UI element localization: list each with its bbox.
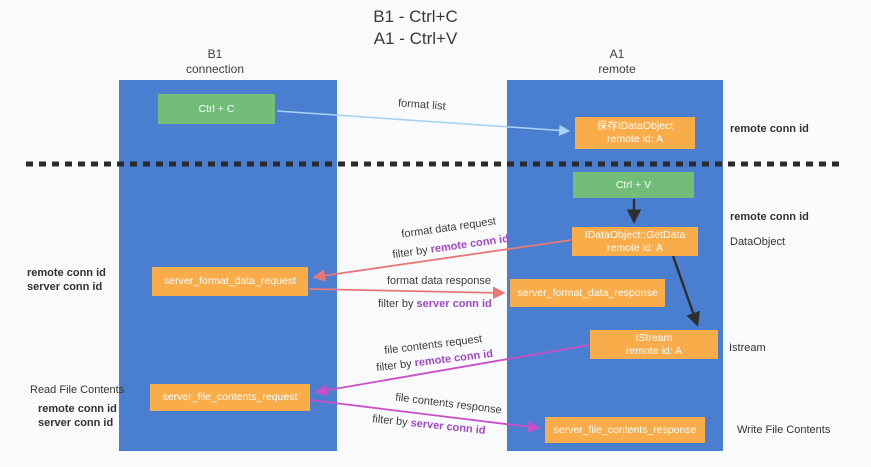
- dataobject-label: DataObject: [730, 236, 786, 248]
- remote-conn-id-text: remote conn id: [429, 232, 510, 256]
- lane-b1-name: B1: [207, 47, 223, 61]
- lane-header-a1: A1 remote: [557, 47, 677, 77]
- lane-header-b1: B1 connection: [155, 47, 275, 77]
- file-contents-response-label: file contents response: [394, 391, 503, 417]
- format-data-response-filter-label: filter by server conn id: [378, 298, 492, 310]
- filter-by-text: filter by: [391, 244, 429, 262]
- format-data-response-label: format data response: [387, 275, 491, 287]
- getdata-node: IDataObject::GetData remote id: A: [572, 227, 698, 256]
- filter-by-text: filter by: [375, 357, 413, 375]
- ctrl-v-node: Ctrl + V: [573, 172, 694, 198]
- lane-a1-subtitle: remote: [598, 62, 636, 76]
- server-format-data-response-label: server_format_data_response: [517, 286, 658, 299]
- write-file-contents-label: Write File Contents: [737, 424, 831, 436]
- server-format-data-request-node: server_format_data_request: [152, 267, 308, 296]
- save-dataobject-line1: 保存IDataObject: [596, 120, 674, 132]
- filter-by-text: filter by: [378, 298, 414, 310]
- istream-line2: remote id: A: [625, 344, 683, 357]
- istream-line1: IStream: [635, 331, 673, 344]
- ctrl-c-node: Ctrl + C: [158, 94, 275, 124]
- getdata-line2: remote id: A: [606, 241, 664, 254]
- remote-conn-id-right-mid-label: remote conn id: [730, 211, 809, 223]
- server-file-contents-response-node: server_file_contents_response: [545, 417, 705, 443]
- server-conn-id-text: server conn id: [416, 298, 492, 310]
- server-format-data-request-label: server_format_data_request: [164, 275, 296, 287]
- format-list-label: format list: [397, 97, 447, 113]
- file-contents-response-filter-label: filter by server conn id: [372, 413, 486, 437]
- istream-side-label: Istream: [729, 342, 766, 354]
- remote-conn-id-left-top-label: remote conn id: [27, 267, 106, 279]
- page-title: B1 - Ctrl+C A1 - Ctrl+V: [0, 6, 871, 50]
- server-file-contents-request-label: server_file_contents_request: [162, 391, 298, 403]
- server-conn-id-text: server conn id: [410, 417, 487, 437]
- remote-conn-id-left-bottom-label: remote conn id: [38, 403, 117, 415]
- lane-a1-name: A1: [609, 47, 625, 61]
- server-conn-id-left-top-label: server conn id: [27, 281, 103, 293]
- save-dataobject-node: 保存IDataObject remote id: A: [575, 117, 695, 149]
- remote-conn-id-right-top-label: remote conn id: [730, 123, 809, 135]
- server-file-contents-request-node: server_file_contents_request: [150, 384, 310, 411]
- getdata-line1: IDataObject::GetData: [584, 228, 686, 241]
- istream-node: IStream remote id: A: [590, 330, 718, 359]
- title-line-2: A1 - Ctrl+V: [373, 29, 458, 48]
- lane-b1-subtitle: connection: [185, 62, 245, 76]
- server-format-data-response-node: server_format_data_response: [510, 279, 665, 307]
- filter-by-text: filter by: [371, 413, 409, 429]
- read-file-contents-label: Read File Contents: [30, 384, 125, 396]
- save-dataobject-line2: remote id: A: [606, 133, 664, 145]
- ctrl-c-label: Ctrl + C: [198, 102, 235, 115]
- ctrl-v-label: Ctrl + V: [615, 178, 652, 191]
- server-file-contents-response-label: server_file_contents_response: [553, 423, 697, 436]
- format-data-response-arrow: [308, 286, 506, 300]
- title-line-1: B1 - Ctrl+C: [373, 7, 458, 26]
- server-conn-id-left-bottom-label: server conn id: [38, 417, 114, 429]
